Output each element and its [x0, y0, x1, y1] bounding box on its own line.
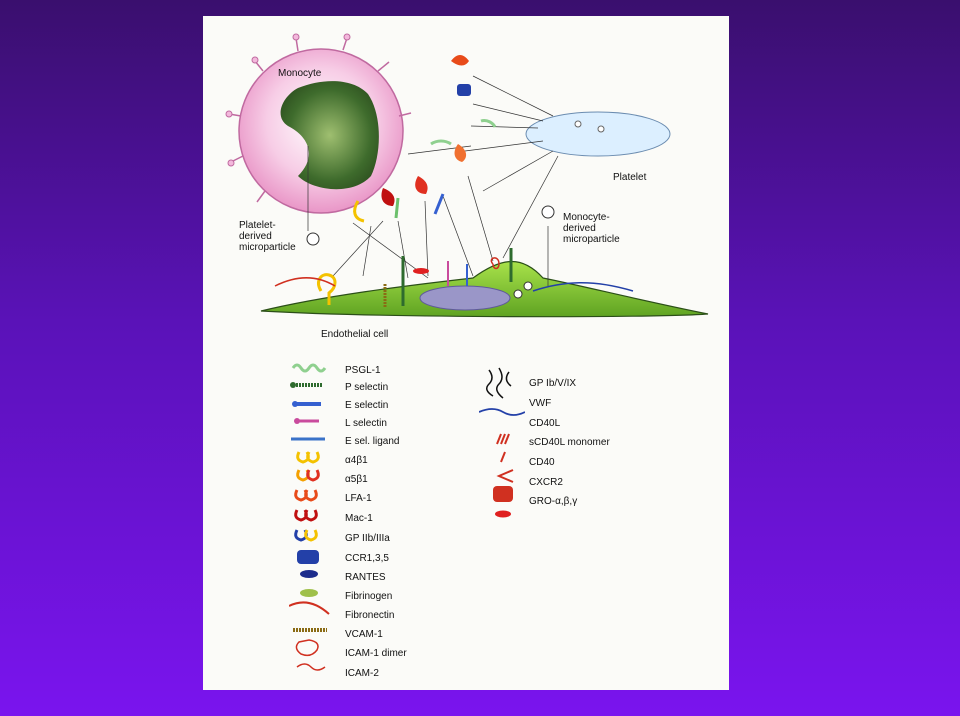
platelet-label: Platelet	[613, 172, 647, 183]
ccr135-icon	[297, 550, 319, 564]
monocyte-microparticle	[541, 205, 555, 219]
l-selectin-icon	[294, 418, 319, 424]
legend-alpha4-beta1: α4β1	[345, 455, 368, 466]
legend-l-selectin: L selectin	[345, 418, 387, 429]
platelet-microparticle-label: Platelet- derived microparticle	[239, 220, 296, 253]
legend-ccr135: CCR1,3,5	[345, 553, 389, 564]
legend-fibronectin: Fibronectin	[345, 610, 395, 621]
endothelial-cell	[260, 260, 709, 318]
legend-vcam1: VCAM-1	[345, 629, 383, 640]
cd40l-icon	[496, 433, 510, 445]
legend-mac1: Mac-1	[345, 513, 373, 524]
figure-panel: Monocyte Platelet Platelet- derived micr…	[203, 16, 729, 690]
monocyte-cell	[225, 33, 412, 214]
legend-e-sel-ligand: E sel. ligand	[345, 436, 400, 447]
legend-cd40l: CD40L	[529, 418, 561, 429]
legend-alpha5-beta1: α5β1	[345, 474, 368, 485]
legend-right-icons	[479, 367, 525, 518]
vwf-icon	[479, 408, 525, 416]
rantes-icon	[300, 570, 318, 578]
icam1-dimer-icon	[295, 639, 319, 657]
interaction-arrows	[307, 75, 559, 286]
legend-gp-iib-iiia: GP IIb/IIIa	[345, 533, 390, 544]
fibronectin-icon	[289, 601, 330, 615]
cxcr2-icon	[493, 486, 513, 502]
gp-iib-iiia-icon	[294, 529, 318, 542]
legend-scd40l: sCD40L monomer	[529, 437, 610, 448]
icam2-icon	[296, 663, 326, 671]
diagram-illustration	[225, 33, 709, 318]
legend-icam2: ICAM-2	[345, 668, 379, 679]
cd40-icon	[496, 469, 514, 483]
legend-lfa1: LFA-1	[345, 493, 372, 504]
legend-gro: GRO-α,β,γ	[529, 496, 578, 507]
p-selectin-icon	[290, 382, 323, 388]
legend-fibrinogen: Fibrinogen	[345, 591, 393, 602]
fibrinogen-icon	[300, 589, 318, 597]
endothelial-cell-label: Endothelial cell	[321, 329, 389, 340]
legend-icam1-dimer: ICAM-1 dimer	[345, 648, 407, 659]
legend-left-icons	[289, 363, 330, 671]
psgl1-icon	[291, 363, 327, 373]
scd40l-icon	[500, 451, 506, 463]
legend-p-selectin: P selectin	[345, 382, 389, 393]
platelet-cell	[525, 111, 671, 157]
gro-icon	[495, 510, 511, 518]
monocyte-label: Monocyte	[278, 68, 322, 79]
legend-cxcr2: CXCR2	[529, 477, 563, 488]
monocyte-microparticle-label: Monocyte- derived microparticle	[563, 212, 620, 245]
legend-gp-ib-v-ix: GP Ib/V/IX	[529, 378, 577, 389]
legend-rantes: RANTES	[345, 572, 386, 583]
receptors-monocyte	[353, 55, 497, 223]
mac1-icon	[294, 509, 318, 522]
alpha4-beta1-icon	[296, 451, 320, 464]
platelet-microparticle	[306, 232, 320, 246]
lfa1-icon	[294, 489, 318, 502]
legend-e-selectin: E selectin	[345, 400, 389, 411]
legend-vwf: VWF	[529, 398, 552, 409]
legend-cd40: CD40	[529, 457, 555, 468]
alpha5-beta1-icon	[296, 469, 320, 482]
legend-psgl1: PSGL-1	[345, 365, 381, 376]
receptors-endothelium	[274, 248, 634, 308]
e-selectin-icon	[292, 401, 321, 407]
gp-ib-v-ix-icon	[486, 367, 512, 399]
